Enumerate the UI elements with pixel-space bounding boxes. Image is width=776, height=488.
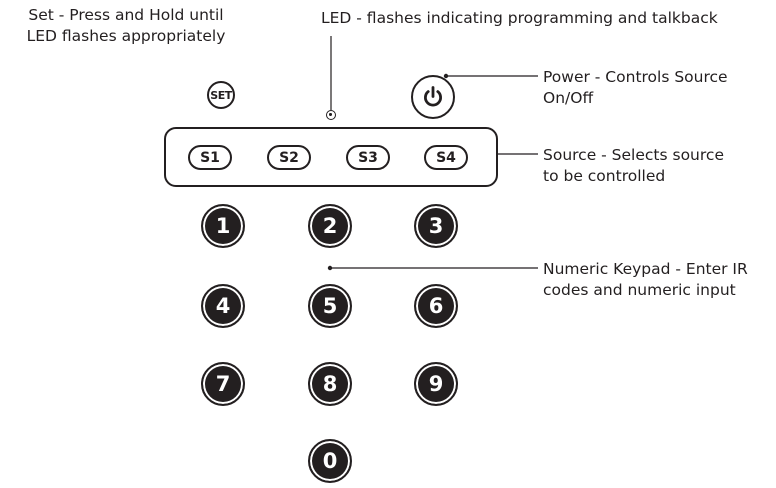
keypad-label-line2: codes and numeric input	[543, 281, 736, 299]
power-label: Power - Controls Source On/Off	[543, 67, 728, 109]
set-label-line1: Set - Press and Hold until	[28, 6, 224, 24]
keypad-button-4[interactable]: 4	[201, 284, 245, 328]
source-label-line1: Source - Selects source	[543, 146, 724, 164]
power-label-line2: On/Off	[543, 89, 594, 107]
keypad-label-line1: Numeric Keypad - Enter IR	[543, 260, 748, 278]
source-button-s2[interactable]: S2	[267, 145, 311, 170]
keypad-button-6[interactable]: 6	[414, 284, 458, 328]
keypad-button-5[interactable]: 5	[308, 284, 352, 328]
power-icon	[424, 86, 442, 107]
keypad-button-0[interactable]: 0	[308, 439, 352, 483]
keypad-label: Numeric Keypad - Enter IR codes and nume…	[543, 259, 748, 301]
source-label: Source - Selects source to be controlled	[543, 145, 724, 187]
source-button-s4[interactable]: S4	[424, 145, 468, 170]
source-button-s1[interactable]: S1	[188, 145, 232, 170]
led-indicator-icon	[326, 110, 336, 120]
power-button[interactable]	[411, 75, 455, 119]
power-leader-dot	[443, 73, 449, 79]
keypad-button-3[interactable]: 3	[414, 204, 458, 248]
power-label-line1: Power - Controls Source	[543, 68, 728, 86]
keypad-button-2[interactable]: 2	[308, 204, 352, 248]
set-label: Set - Press and Hold until LED flashes a…	[8, 5, 244, 47]
led-label: LED - flashes indicating programming and…	[321, 9, 718, 27]
source-label-line2: to be controlled	[543, 167, 666, 185]
set-button[interactable]: SET	[207, 81, 235, 109]
keypad-button-8[interactable]: 8	[308, 362, 352, 406]
keypad-leader-dot	[327, 265, 333, 271]
keypad-button-7[interactable]: 7	[201, 362, 245, 406]
set-label-line2: LED flashes appropriately	[26, 27, 226, 45]
keypad-button-1[interactable]: 1	[201, 204, 245, 248]
source-button-s3[interactable]: S3	[346, 145, 390, 170]
keypad-button-9[interactable]: 9	[414, 362, 458, 406]
